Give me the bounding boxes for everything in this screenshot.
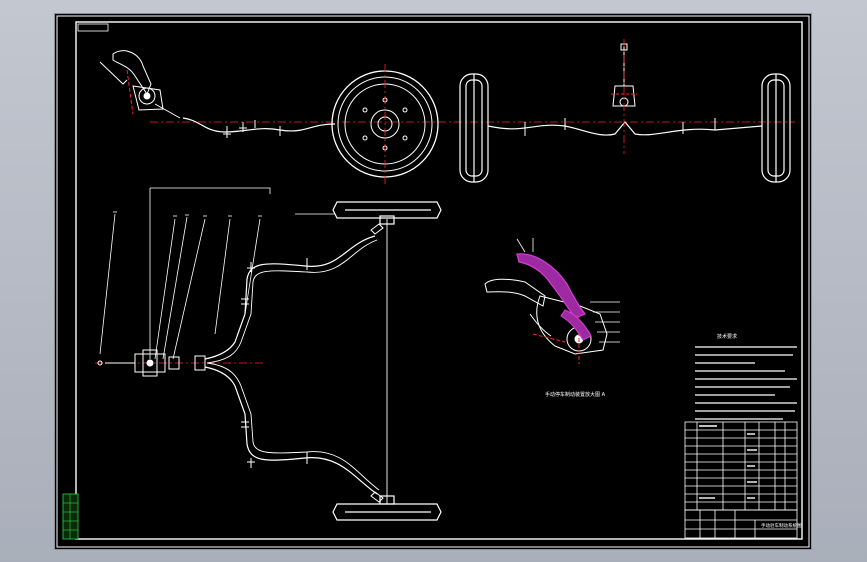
notes-heading: 技术要求	[717, 333, 737, 340]
outer-border	[56, 15, 810, 548]
cad-drawing: 手动停车制动装置放大图 A 技术要求	[56, 15, 810, 548]
detail-leader-lines	[516, 238, 620, 343]
plan-cable-upper-2	[206, 239, 378, 364]
parts-list	[684, 421, 798, 511]
plan-leaders	[99, 187, 335, 360]
detail-lever-body	[484, 278, 608, 364]
top-clips-left	[223, 120, 281, 138]
plan-cable-upper	[204, 235, 376, 360]
top-hand-lever	[99, 50, 181, 119]
top-clips-right	[524, 118, 716, 136]
inner-border	[75, 21, 803, 540]
plan-handbrake	[97, 349, 206, 377]
code-box	[77, 23, 109, 32]
title-block-name: 手动驻车制动系统图	[761, 522, 802, 529]
stamp-strip	[62, 493, 79, 540]
title-block	[684, 509, 798, 539]
top-tyre-left	[459, 73, 489, 183]
plan-drum-top	[332, 201, 442, 225]
notes-lines	[695, 346, 797, 420]
plan-cable-lower	[204, 366, 378, 495]
plan-cable-clips	[241, 223, 384, 503]
plan-cable-lower-2	[206, 362, 380, 491]
plan-leader-tags	[113, 211, 262, 217]
detail-caption: 手动停车制动装置放大图 A	[545, 391, 606, 398]
top-cable-right	[487, 121, 763, 136]
top-tyre-right	[761, 73, 791, 183]
detail-lever-highlight	[516, 253, 586, 319]
detail-lever-highlight-2	[560, 309, 592, 341]
drawing-sheet: 手动停车制动装置放大图 A 技术要求	[55, 14, 811, 549]
top-cable-left	[182, 117, 336, 133]
parts-list-fills	[699, 425, 757, 499]
